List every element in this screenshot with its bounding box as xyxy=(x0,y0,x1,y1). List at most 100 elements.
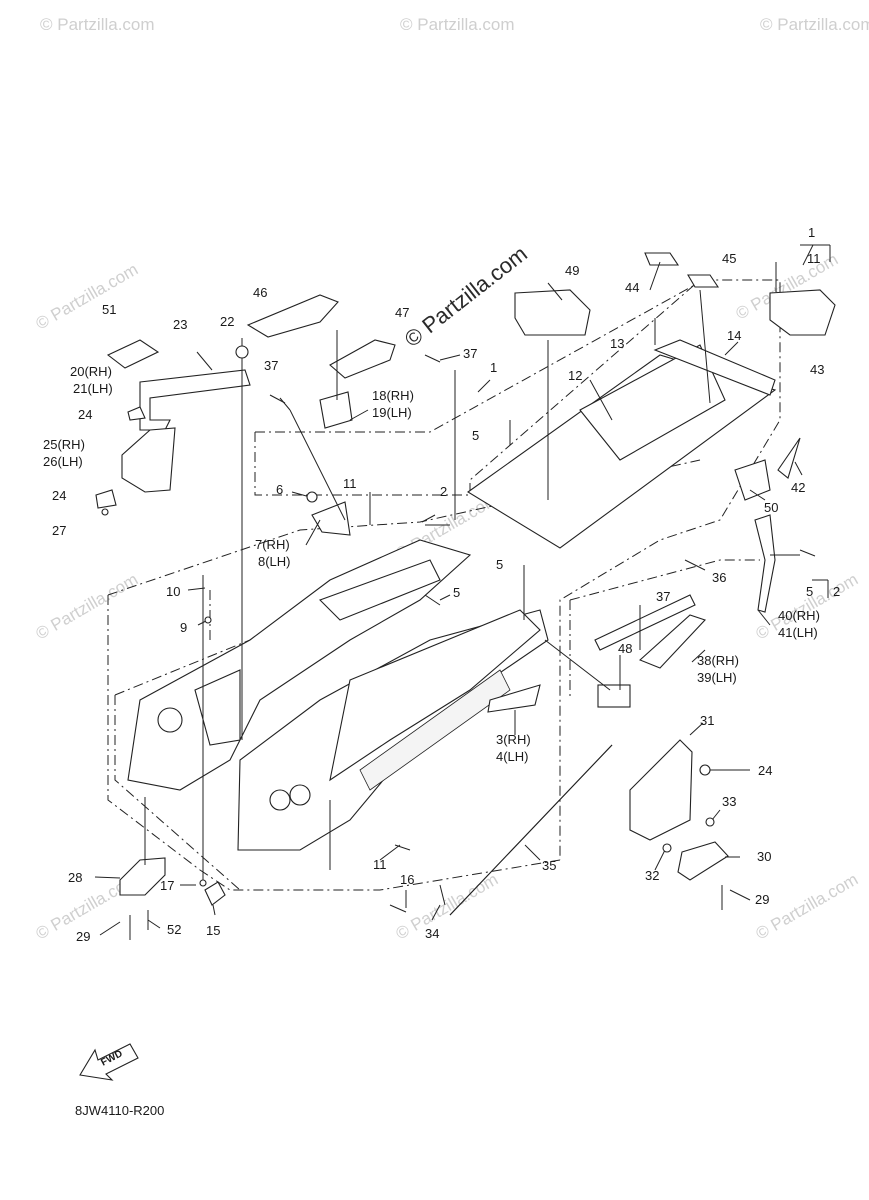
callout-21lh: 21(LH) xyxy=(73,381,113,396)
callouts: 1 11 1 45 44 49 47 46 51 23 2 2 20(RH) 21… xyxy=(43,225,840,944)
callout-10: 10 xyxy=(166,584,180,599)
group-outline-1 xyxy=(254,279,781,860)
callout-27: 27 xyxy=(52,523,66,538)
callout-51: 51 xyxy=(102,302,116,317)
bearing-bore xyxy=(157,707,183,733)
callout-15: 15 xyxy=(206,923,220,938)
callout-28: 28 xyxy=(68,870,82,885)
callout-37: 37 xyxy=(264,358,278,373)
rear-deck xyxy=(95,252,836,916)
reflector-42 xyxy=(777,437,801,479)
watermark: © Partzilla.com xyxy=(33,570,142,644)
block-48 xyxy=(597,684,631,708)
tunnel-frame xyxy=(127,539,549,851)
callout-34: 34 xyxy=(425,926,439,941)
callout-16: 16 xyxy=(400,872,414,887)
watermark: © Partzilla.com xyxy=(33,260,142,334)
callout-11: 11 xyxy=(807,251,821,266)
callout-52: 52 xyxy=(167,922,181,937)
cross-member xyxy=(319,559,441,621)
bolt-33 xyxy=(705,817,715,827)
callout-7rh: 7(RH) xyxy=(255,537,290,552)
callout-14: 14 xyxy=(727,328,741,343)
callout-18rh: 18(RH) xyxy=(372,388,414,403)
callout-37: 37 xyxy=(656,589,670,604)
callout-31: 31 xyxy=(700,713,714,728)
callout-4lh: 4(LH) xyxy=(496,749,529,764)
callout-12: 12 xyxy=(568,368,582,383)
flap-40 xyxy=(754,514,776,613)
callout-1: 1 xyxy=(808,225,815,240)
callout-6: 6 xyxy=(276,482,283,497)
bracket-15 xyxy=(204,881,226,906)
rivet-37b xyxy=(269,394,286,404)
callout-9: 9 xyxy=(180,620,187,635)
lightening-holes-panel xyxy=(359,669,511,791)
callout-17: 17 xyxy=(160,878,174,893)
callout-44: 44 xyxy=(625,280,639,295)
cover-51 xyxy=(106,339,160,369)
callout-46: 46 xyxy=(253,285,267,300)
rivet-37c xyxy=(424,354,441,363)
callout-49: 49 xyxy=(565,263,579,278)
clip-24b xyxy=(127,406,146,421)
callout-23: 23 xyxy=(173,317,187,332)
callout-29: 29 xyxy=(755,892,769,907)
nut-24 xyxy=(699,764,711,776)
callout-11: 11 xyxy=(343,476,357,491)
callout-32: 32 xyxy=(645,868,659,883)
rivet-16 xyxy=(389,904,407,913)
screw-27 xyxy=(101,508,109,516)
plate-50 xyxy=(734,459,771,501)
callout-2: 2 xyxy=(440,484,447,499)
running-board-31 xyxy=(629,739,693,841)
bracket-25 xyxy=(121,427,176,493)
nut-6 xyxy=(306,491,318,503)
bar-35-fill xyxy=(449,744,613,916)
pad-49 xyxy=(514,289,591,336)
bracket-3 xyxy=(487,684,541,713)
rail-36 xyxy=(594,594,696,651)
callout-43: 43 xyxy=(810,362,824,377)
deck-rail-14 xyxy=(653,339,776,396)
callout-36: 36 xyxy=(712,570,726,585)
group-outline-1-top xyxy=(255,281,701,433)
footrest-30 xyxy=(677,841,729,881)
callout-8lh: 8(LH) xyxy=(258,554,291,569)
screw-17 xyxy=(199,879,207,887)
callout-45: 45 xyxy=(722,251,736,266)
callout-24: 24 xyxy=(78,407,92,422)
callout-24: 24 xyxy=(758,763,772,778)
callout-13: 13 xyxy=(610,336,624,351)
bracket-38 xyxy=(638,614,706,669)
tail-light-43 xyxy=(769,289,836,336)
callout-47: 47 xyxy=(395,305,409,320)
callout-20rh: 20(RH) xyxy=(70,364,112,379)
screw-9 xyxy=(204,616,212,624)
group-outline-3-top xyxy=(114,639,251,696)
callout-5: 5 xyxy=(496,557,503,572)
callout-5: 5 xyxy=(453,585,460,600)
upper-frame-plate xyxy=(329,609,541,782)
callout-19lh: 19(LH) xyxy=(372,405,412,420)
group-outline-3 xyxy=(114,695,241,891)
group-outline-5 xyxy=(569,559,760,601)
diagram-code: 8JW4110-R200 xyxy=(75,1103,164,1118)
fwd-arrow: FWD xyxy=(79,1043,139,1081)
callout-24: 24 xyxy=(52,488,66,503)
nut-22 xyxy=(235,345,249,359)
watermark: © Partzilla.com xyxy=(40,15,155,34)
pad-47 xyxy=(329,339,396,379)
callout-3rh: 3(RH) xyxy=(496,732,531,747)
callout-1: 1 xyxy=(490,360,497,375)
callout-2: 2 xyxy=(833,584,840,599)
callout-48: 48 xyxy=(618,641,632,656)
callout-41lh: 41(LH) xyxy=(778,625,818,640)
bearing-bore xyxy=(289,784,311,806)
bearing-bore xyxy=(269,789,291,811)
pad-46 xyxy=(246,294,339,338)
rivet-5d xyxy=(799,549,816,557)
rivet-11c xyxy=(394,844,411,851)
fasteners xyxy=(101,262,816,940)
